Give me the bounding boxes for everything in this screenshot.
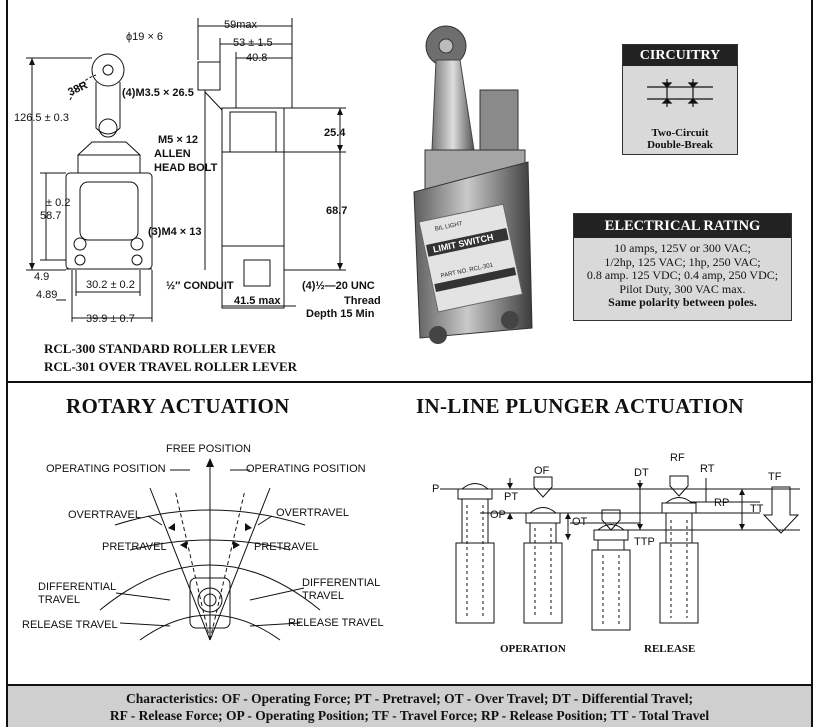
dim-25-4: 25.4 [324, 127, 346, 139]
dim-68-7: 68.7 [326, 205, 347, 217]
label-tt: TT [750, 503, 764, 515]
label-pretravel-left: PRETRAVEL [102, 541, 167, 553]
characteristics-footer: Characteristics: OF - Operating Force; P… [8, 686, 811, 727]
circuitry-symbol-icon [647, 79, 713, 107]
label-rp: RP [714, 497, 729, 509]
dim-m5: M5 × 12 [158, 134, 198, 146]
dim-head-bolt: HEAD BOLT [154, 162, 218, 174]
label-free-position: FREE POSITION [166, 443, 251, 455]
electrical-line4: Pilot Duty, 300 VAC max. [619, 281, 746, 296]
plunger-title: IN-LINE PLUNGER ACTUATION [416, 394, 744, 418]
label-rf: RF [670, 452, 685, 464]
dim-conduit: ½″ CONDUIT [166, 280, 234, 292]
circuitry-line1: Two-Circuit [651, 127, 709, 139]
label-tf: TF [768, 471, 782, 483]
electrical-title: ELECTRICAL RATING [574, 214, 791, 238]
dim-unc: (4)½—20 UNC [302, 280, 375, 292]
label-differential-left-1: DIFFERENTIAL [38, 581, 116, 593]
dim-41-5: 41.5 max [234, 295, 281, 307]
dim-4-89: 4.89 [36, 289, 57, 301]
label-release-travel-right: RELEASE TRAVEL [288, 617, 384, 629]
dim-126-5: 126.5 ± 0.3 [14, 112, 69, 124]
label-ttp: TTP [634, 536, 655, 548]
dim-depth: Depth 15 Min [306, 308, 375, 320]
dim-30-2: 30.2 ± 0.2 [86, 279, 135, 291]
dim-m4: (3)M4 × 13 [148, 226, 202, 238]
footer-divider [6, 684, 813, 686]
caption-rcl-300: RCL-300 STANDARD ROLLER LEVER [44, 341, 276, 356]
plate-brand: BIL LIGHT [434, 221, 463, 233]
label-release-travel-left: RELEASE TRAVEL [22, 619, 118, 631]
dim-4-9: 4.9 [34, 271, 49, 283]
label-overtravel-right: OVERTRAVEL [276, 507, 349, 519]
label-release: RELEASE [644, 643, 695, 655]
footer-line2: RF - Release Force; OP - Operating Posit… [109, 708, 710, 723]
electrical-rating-box: ELECTRICAL RATING 10 amps, 125V or 300 V… [573, 213, 792, 321]
dim-58-7: 58.7 [40, 210, 61, 222]
section-divider [6, 381, 813, 383]
dim-53: 53 ± 1.5 [233, 37, 273, 49]
dim-thread: Thread [344, 295, 381, 307]
footer-line1: Characteristics: OF - Operating Force; P… [126, 691, 693, 706]
dim-allen: ALLEN [154, 148, 191, 160]
dim-59max: 59max [224, 19, 258, 31]
circuitry-box: CIRCUITRY Two-Circuit Double-Break [622, 44, 738, 155]
dim-39-9: 39.9 ± 0.7 [86, 313, 135, 325]
label-pretravel-right: PRETRAVEL [254, 541, 319, 553]
dim-phi19: ϕ19 × 6 [126, 31, 163, 43]
label-differential-left-2: TRAVEL [38, 594, 80, 606]
electrical-line3: 0.8 amp. 125 VDC; 0.4 amp, 250 VDC; [586, 268, 779, 282]
electrical-line2: 1/2hp, 125 VAC; 1hp, 250 VAC; [604, 254, 761, 269]
rotary-title: ROTARY ACTUATION [66, 394, 290, 418]
dim-pm02: ± 0.2 [46, 197, 70, 209]
label-of: OF [534, 465, 550, 477]
circuitry-title: CIRCUITRY [623, 45, 737, 66]
electrical-line1: 10 amps, 125V or 300 VAC; [614, 241, 751, 255]
label-differential-right-2: TRAVEL [302, 590, 344, 602]
label-dt: DT [634, 467, 649, 479]
electrical-line5: Same polarity between poles. [608, 295, 757, 309]
label-ot: OT [572, 516, 588, 528]
label-pt: PT [504, 491, 518, 503]
dim-40-8: 40.8 [246, 52, 267, 64]
label-overtravel-left: OVERTRAVEL [68, 509, 141, 521]
label-differential-right-1: DIFFERENTIAL [302, 577, 380, 589]
dim-m3-5: (4)M3.5 × 26.5 [122, 87, 194, 99]
label-p: P [432, 483, 439, 495]
label-op: OP [490, 509, 506, 521]
label-rt: RT [700, 463, 715, 475]
label-operating-position-left: OPERATING POSITION [46, 463, 166, 475]
caption-rcl-301: RCL-301 OVER TRAVEL ROLLER LEVER [44, 359, 298, 374]
circuitry-line2: Double-Break [647, 139, 713, 151]
label-operation: OPERATION [500, 643, 566, 655]
label-operating-position-right: OPERATING POSITION [246, 463, 366, 475]
